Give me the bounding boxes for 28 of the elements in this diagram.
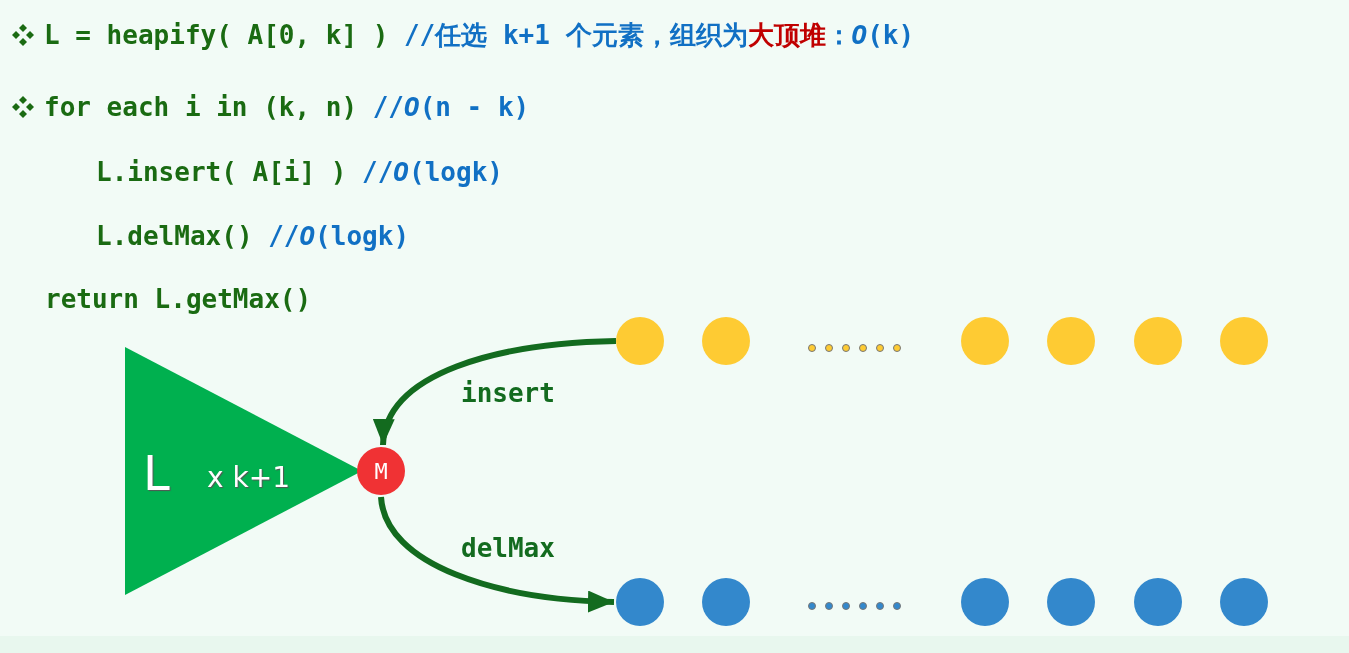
code-text: L.delMax() <box>96 221 253 251</box>
code-text: for each i in (k, n) <box>44 92 358 122</box>
element-circle <box>961 578 1009 626</box>
max-circle: M <box>357 447 405 495</box>
comment-text: //任选 k+1 个元素，组织为 <box>403 18 748 52</box>
element-circle <box>1047 578 1095 626</box>
element-circle <box>1220 578 1268 626</box>
comment-text: ：O(k) <box>825 18 915 52</box>
code-text: L = heapify( A[0, k] ) <box>44 20 389 50</box>
comment-text: 大顶堆 <box>747 18 826 52</box>
code-text: L.insert( A[i] ) <box>96 157 347 187</box>
element-circle <box>702 317 750 365</box>
comment-text: //O(logk) <box>362 157 503 187</box>
code-text: return L.getMax() <box>45 284 312 314</box>
element-circle <box>1134 317 1182 365</box>
comment-text: //O(n - k) <box>372 92 530 122</box>
element-circle <box>616 578 664 626</box>
element-circle <box>616 317 664 365</box>
arrow <box>376 338 617 446</box>
element-circle <box>961 317 1009 365</box>
arrow <box>378 496 615 612</box>
element-circle <box>1134 578 1182 626</box>
element-circle <box>702 578 750 626</box>
comment-text: //O(logk) <box>268 221 410 251</box>
heap-size-text: x k+1 <box>207 461 290 494</box>
element-circle <box>1220 317 1268 365</box>
heap-name: L <box>143 445 170 501</box>
element-circle <box>1047 317 1095 365</box>
